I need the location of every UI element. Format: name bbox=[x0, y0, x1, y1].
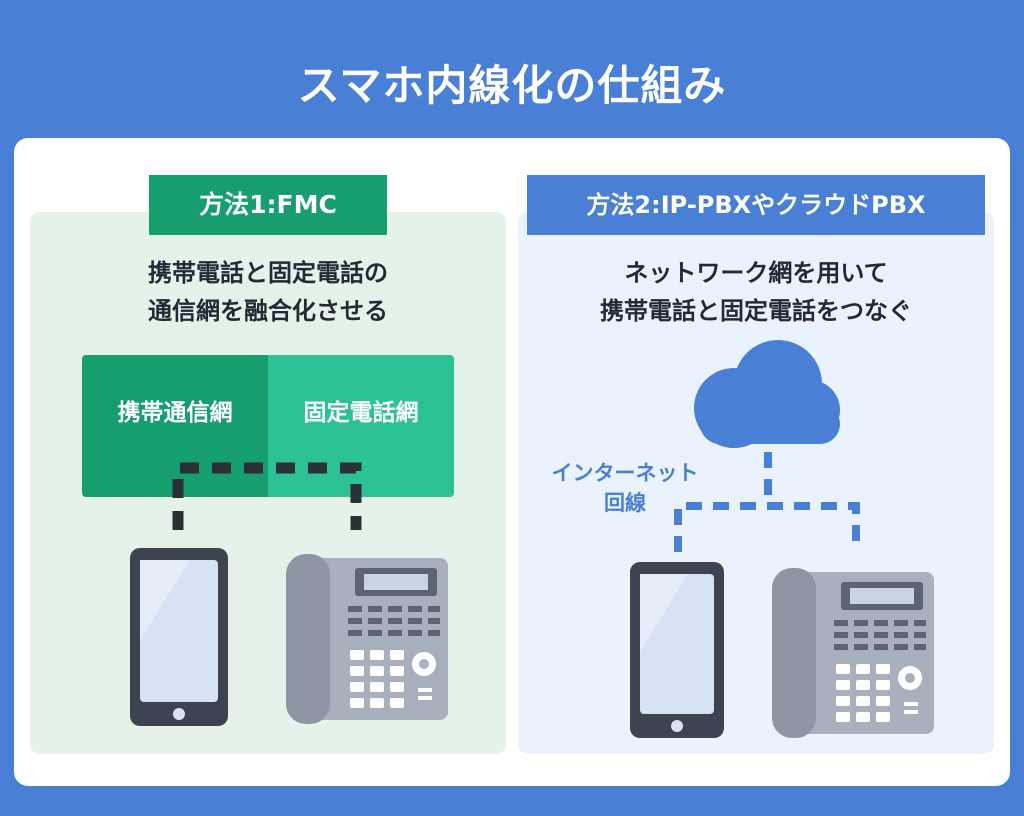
pbx-description-line-2: 携帯電話と固定電話をつなぐ bbox=[600, 297, 912, 325]
fmc-description: 携帯電話と固定電話の 通信網を融合化させる bbox=[30, 254, 506, 330]
fixed-network-box: 固定電話網 bbox=[268, 355, 454, 497]
fmc-connection-line bbox=[172, 462, 362, 530]
page-title: スマホ内線化の仕組み bbox=[297, 61, 727, 110]
fmc-description-line-2: 通信網を融合化させる bbox=[148, 297, 388, 325]
internet-line-label-1: インターネット bbox=[551, 461, 699, 485]
fmc-method-badge: 方法1:FMC bbox=[149, 175, 387, 235]
cloud-icon bbox=[694, 340, 840, 448]
smartphone-icon bbox=[130, 548, 228, 726]
desk-phone-icon bbox=[286, 554, 448, 724]
desk-phone-icon bbox=[772, 568, 934, 738]
fixed-network-label: 固定電話網 bbox=[303, 400, 419, 426]
internet-line-label: インターネット 回線 bbox=[532, 458, 718, 518]
internet-line-label-2: 回線 bbox=[604, 491, 646, 515]
pbx-method-badge: 方法2:IP-PBXやクラウドPBX bbox=[527, 175, 985, 235]
mobile-network-label: 携帯通信網 bbox=[117, 400, 233, 426]
internet-connection-line bbox=[674, 452, 860, 552]
pbx-description-line-1: ネットワーク網を用いて bbox=[624, 259, 888, 287]
fmc-description-line-1: 携帯電話と固定電話の bbox=[148, 259, 388, 287]
smartphone-icon bbox=[630, 562, 724, 738]
pbx-description: ネットワーク網を用いて 携帯電話と固定電話をつなぐ bbox=[518, 254, 994, 330]
mobile-network-box: 携帯通信網 bbox=[82, 355, 268, 497]
